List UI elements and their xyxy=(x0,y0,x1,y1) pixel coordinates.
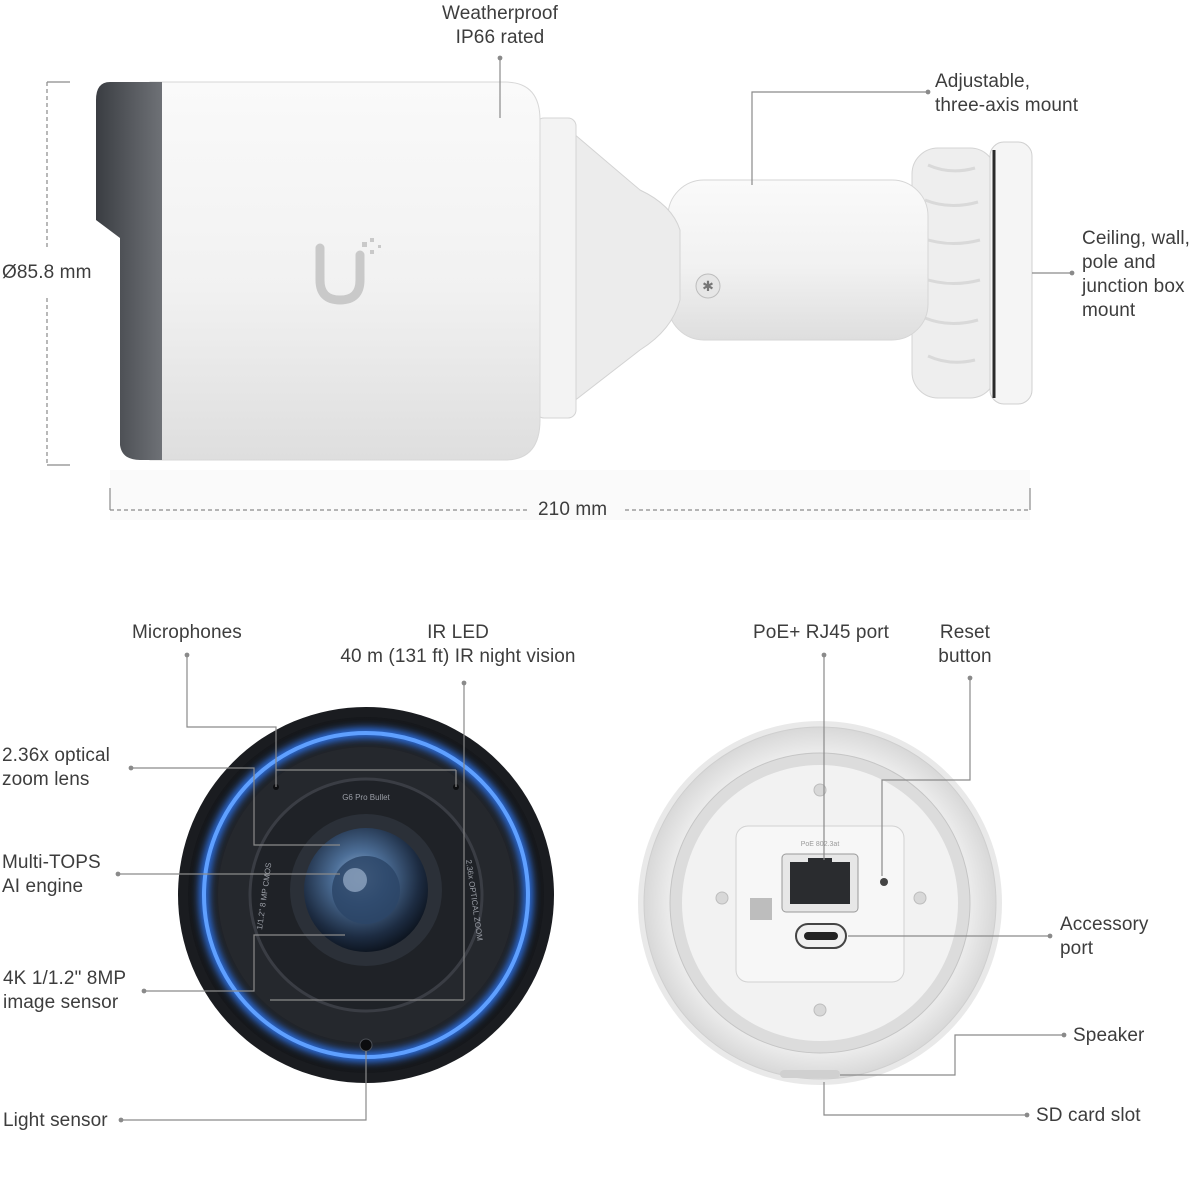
front-leader-lines xyxy=(118,655,465,1121)
callout-microphones: Microphones xyxy=(132,622,242,643)
back-view-camera: PoE 802.3at xyxy=(638,721,1002,1085)
callout-poe-port: PoE+ RJ45 port xyxy=(753,622,890,643)
side-leader-lines xyxy=(499,58,1072,274)
lens-model-marking: G6 Pro Bullet xyxy=(342,793,390,802)
back-leader-lines xyxy=(823,655,1064,1116)
callout-light-sensor: Light sensor xyxy=(3,1110,108,1131)
callout-ai-engine: Multi-TOPS AI engine xyxy=(2,852,101,897)
callout-ceiling-mount: Ceiling, wall, pole and junction box mou… xyxy=(1082,228,1191,321)
dimension-length: 210 mm xyxy=(538,499,608,520)
callout-adjustable-mount: Adjustable, three-axis mount xyxy=(935,71,1079,116)
callout-image-sensor: 4K 1/1.2" 8MP image sensor xyxy=(3,968,127,1013)
callout-weatherproof: Weatherproof IP66 rated xyxy=(442,3,558,48)
svg-text:✱: ✱ xyxy=(702,278,714,294)
panel-poe-marking: PoE 802.3at xyxy=(801,841,840,848)
callout-ir-led: IR LED 40 m (131 ft) IR night vision xyxy=(340,622,576,667)
callout-reset-button: Reset button xyxy=(938,622,992,667)
front-view-camera: G6 Pro Bullet 2.36x OPTICAL ZOOM 1/1.2" … xyxy=(178,707,554,1083)
callout-zoom-lens: 2.36x optical zoom lens xyxy=(2,745,110,790)
callout-sd-card-slot: SD card slot xyxy=(1036,1105,1141,1126)
side-dimension-lines xyxy=(46,81,1031,511)
callout-speaker: Speaker xyxy=(1073,1025,1145,1046)
side-view-camera: ✱ xyxy=(96,81,1033,520)
dimension-diameter: Ø85.8 mm xyxy=(2,262,92,283)
callout-accessory-port: Accessory port xyxy=(1060,914,1149,959)
